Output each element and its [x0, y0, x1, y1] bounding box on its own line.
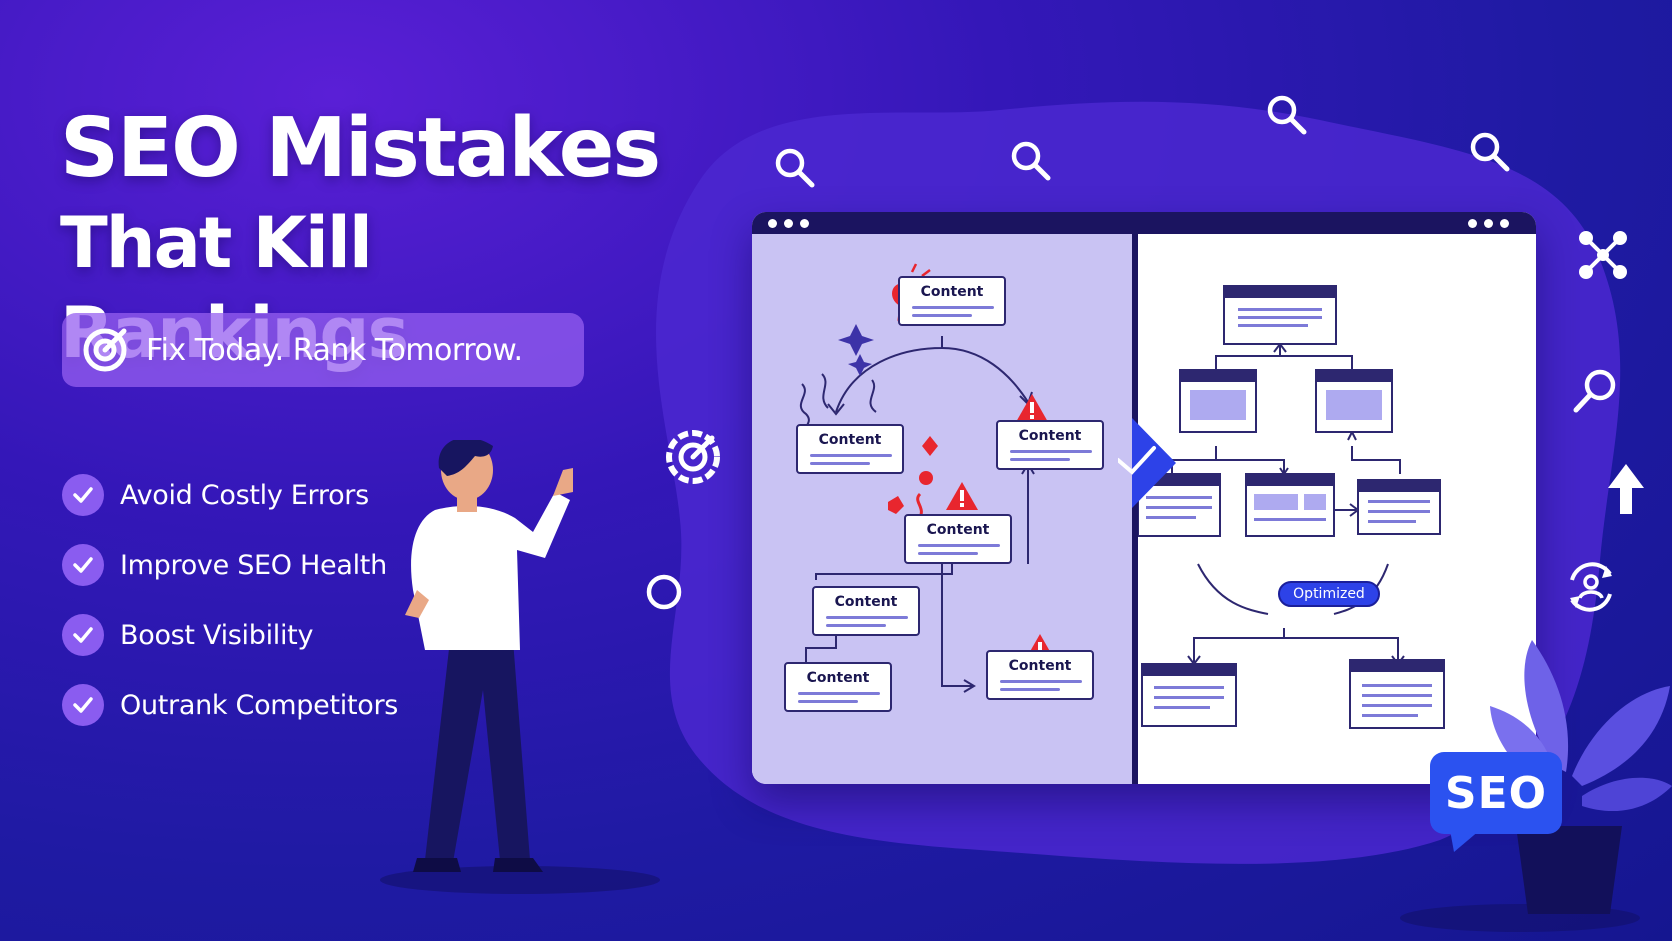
benefit-item: Improve SEO Health: [62, 530, 398, 600]
content-node-label: Content: [926, 522, 990, 538]
warning-icon: [1016, 394, 1048, 422]
seo-badge-tail: [1450, 830, 1480, 852]
search-icon: [775, 148, 815, 188]
target-icon: [666, 430, 720, 484]
content-node: Content: [812, 586, 920, 636]
page-blocks: [1138, 285, 1445, 729]
window-dot: [768, 219, 777, 228]
person-illustration: [405, 440, 573, 872]
window-dot: [1484, 219, 1493, 228]
user-sync-icon: [1570, 562, 1612, 612]
optimized-label: Optimized: [1278, 581, 1380, 607]
search-icon: [1573, 369, 1616, 413]
content-node: Content: [796, 424, 904, 474]
window-dot: [784, 219, 793, 228]
tagline-text: Fix Today. Rank Tomorrow.: [146, 332, 523, 368]
window-dot: [800, 219, 809, 228]
window-dot: [1468, 219, 1477, 228]
content-node-label: Content: [818, 432, 882, 448]
check-icon: [62, 474, 104, 516]
benefit-text: Improve SEO Health: [120, 549, 387, 581]
target-icon: [83, 328, 127, 372]
content-node-label: Content: [806, 670, 870, 686]
content-node-label: Content: [920, 284, 984, 300]
content-node: Content: [986, 650, 1094, 700]
content-node: Content: [784, 662, 892, 712]
content-node: Content: [898, 276, 1006, 326]
window-dot: [1500, 219, 1509, 228]
content-node-label: Content: [834, 594, 898, 610]
benefit-text: Outrank Competitors: [120, 689, 399, 721]
optimized-diagram: [1138, 285, 1445, 729]
benefit-item: Boost Visibility: [62, 600, 398, 670]
network-icon: [1579, 231, 1627, 279]
search-icon: [1011, 141, 1051, 181]
tagline-pill: Fix Today. Rank Tomorrow.: [62, 313, 584, 387]
plant-illustration: [1490, 640, 1672, 914]
content-node: Content: [996, 420, 1104, 470]
check-icon: [62, 544, 104, 586]
circle-icon: [646, 574, 682, 610]
content-node: Content: [904, 514, 1012, 564]
content-node-label: Content: [1018, 428, 1082, 444]
warning-icon: [946, 482, 978, 510]
search-icon: [1470, 132, 1510, 172]
benefit-item: Outrank Competitors: [62, 670, 398, 740]
check-icon: [62, 684, 104, 726]
benefit-text: Boost Visibility: [120, 619, 314, 651]
benefit-item: Avoid Costly Errors: [62, 460, 398, 530]
browser-window: Content Content Content Content Content …: [752, 212, 1536, 784]
check-icon: [62, 614, 104, 656]
panel-divider: [1132, 234, 1138, 784]
chevron-right-icon: [1118, 418, 1176, 508]
headline-line-1: SEO Mistakes: [60, 101, 661, 196]
seo-badge: SEO: [1430, 752, 1562, 834]
content-node-label: Content: [1008, 658, 1072, 674]
benefit-text: Avoid Costly Errors: [120, 479, 369, 511]
arrow-up-icon: [1608, 464, 1644, 514]
search-icon: [1267, 95, 1307, 135]
browser-title-bar: [752, 212, 1536, 234]
benefits-list: Avoid Costly Errors Improve SEO Health B…: [62, 460, 398, 740]
